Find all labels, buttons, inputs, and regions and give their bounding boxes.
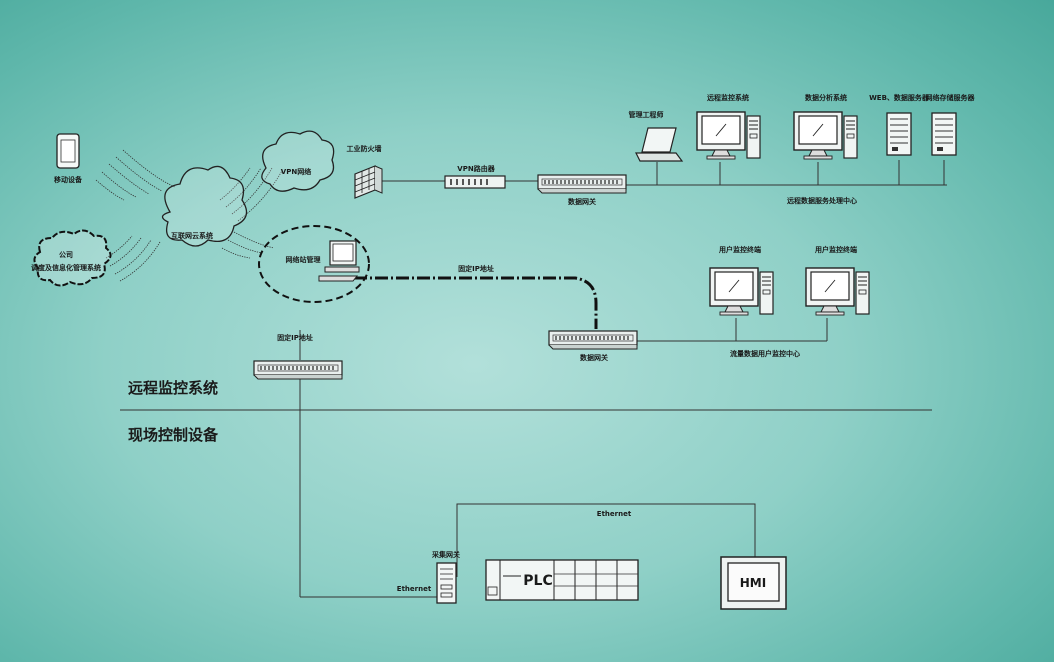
ethernet-left-label: Ethernet bbox=[397, 585, 432, 593]
ethernet-top-label: Ethernet bbox=[597, 510, 632, 518]
section-field-label: 现场控制设备 bbox=[128, 426, 219, 444]
link-lines bbox=[299, 160, 947, 598]
hmi-panel-icon bbox=[720, 556, 787, 610]
vpn-router-label: VPN路由器 bbox=[457, 164, 495, 173]
internet-cloud bbox=[161, 165, 248, 247]
storage-server-icon bbox=[931, 112, 957, 156]
ip-address-vertical-label: 固定IP地址 bbox=[277, 333, 313, 342]
monitor2-label: 数据分析系统 bbox=[805, 93, 847, 102]
mobile-device-icon bbox=[56, 133, 80, 169]
server1-label: WEB、数据服务器 bbox=[869, 93, 930, 102]
data-gateway-mid-icon bbox=[548, 330, 638, 350]
company-label-line1: 公司 bbox=[59, 251, 73, 259]
vpn-router-icon bbox=[444, 175, 506, 189]
data-gateway-top-icon bbox=[537, 174, 627, 194]
laptop-label: 管理工程师 bbox=[629, 110, 664, 119]
terminal1-label: 用户监控终端 bbox=[719, 245, 761, 254]
web-data-server-icon bbox=[886, 112, 912, 156]
top-center-label: 远程数据服务处理中心 bbox=[787, 196, 857, 205]
firewall-icon bbox=[354, 165, 383, 199]
network-station-ellipse bbox=[258, 225, 370, 303]
section-remote-label: 远程监控系统 bbox=[128, 379, 218, 397]
data-gateway-top-label: 数据网关 bbox=[568, 197, 596, 206]
terminal1-pc-icon bbox=[709, 267, 774, 316]
internet-label: 互联网云系统 bbox=[171, 231, 213, 240]
ip-address-horizontal-label: 固定IP地址 bbox=[458, 264, 494, 273]
vpn-network-label: VPN网络 bbox=[281, 167, 311, 176]
mobile-label: 移动设备 bbox=[54, 175, 83, 184]
plc-rack-icon bbox=[485, 559, 639, 601]
ip-dashed-link bbox=[354, 276, 598, 329]
network-switch-icon bbox=[253, 360, 343, 380]
monitor1-label: 远程监控系统 bbox=[707, 93, 749, 102]
data-gateway-mid-label: 数据网关 bbox=[580, 353, 608, 362]
monitoring-pc-icon bbox=[696, 111, 761, 160]
company-cloud bbox=[33, 229, 112, 287]
plc-label: PLC bbox=[523, 573, 552, 589]
collect-gateway-label: 采集网关 bbox=[431, 550, 460, 559]
laptop-icon bbox=[635, 127, 684, 162]
firewall-label: 工业防火墙 bbox=[347, 144, 382, 153]
wireless-waves bbox=[95, 149, 284, 282]
company-label-line2: 调度及信息化管理系统 bbox=[31, 263, 101, 272]
terminal2-pc-icon bbox=[805, 267, 870, 316]
hmi-label: HMI bbox=[740, 576, 766, 590]
analysis-pc-icon bbox=[793, 111, 858, 160]
network-station-label: 网络站管理 bbox=[286, 255, 321, 264]
user-center-label: 流量数据用户监控中心 bbox=[730, 349, 800, 358]
terminal2-label: 用户监控终端 bbox=[815, 245, 857, 254]
network-station-pc-icon bbox=[318, 240, 360, 282]
server2-label: 网络存储服务器 bbox=[926, 93, 976, 102]
collect-gateway-icon bbox=[436, 562, 457, 604]
vpn-cloud bbox=[261, 130, 335, 192]
